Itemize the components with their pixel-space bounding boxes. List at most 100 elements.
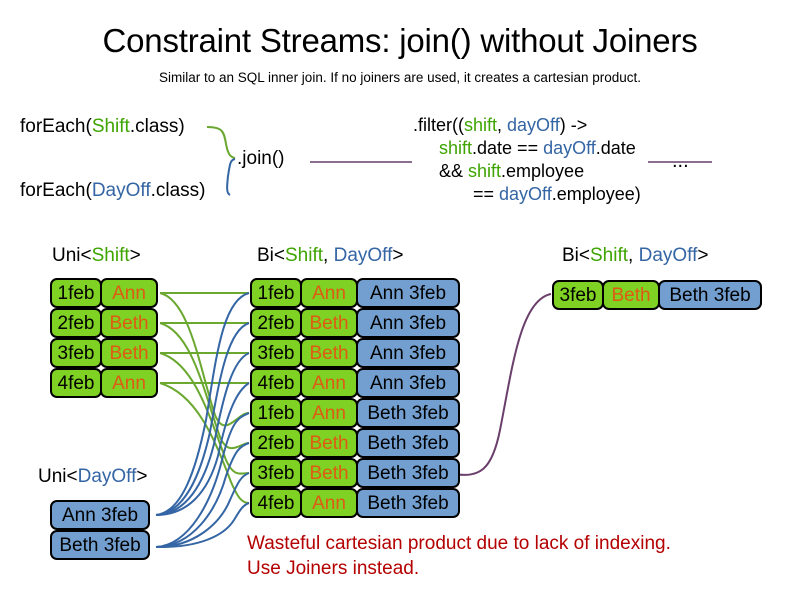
cell-employee: Beth xyxy=(300,308,358,338)
cell-date: 3feb xyxy=(552,280,604,310)
cell-employee: Beth xyxy=(300,428,358,458)
cell-date: 2feb xyxy=(250,428,302,458)
bi-middle-row[interactable]: 1feb Ann Beth 3feb xyxy=(250,398,460,428)
filter-l1-comma: , xyxy=(497,115,508,135)
bi-right-comma: , xyxy=(628,245,639,266)
uni-shift-row[interactable]: 2feb Beth xyxy=(50,308,158,338)
bi-mid-comma: , xyxy=(323,245,334,266)
uni-shift-row[interactable]: 3feb Beth xyxy=(50,338,158,368)
cell-employee: Beth xyxy=(300,338,358,368)
cell-date: 4feb xyxy=(250,368,302,398)
filter-l4-end: .employee) xyxy=(551,184,641,204)
filter-l4-a: == xyxy=(473,184,500,204)
bi-mid-prefix: Bi< xyxy=(257,245,285,266)
cell-employee: Ann xyxy=(300,488,358,518)
foreach-shift-suffix: .class) xyxy=(129,116,185,137)
warning-text: Wasteful cartesian product due to lack o… xyxy=(247,531,671,581)
uni-shift-type: Shift xyxy=(91,245,130,266)
filter-line-1: .filter((shift, dayOff) -> xyxy=(413,114,641,137)
cell-employee: Beth xyxy=(100,308,158,338)
filter-line-3: && shift.employee xyxy=(413,160,641,183)
cell-employee: Beth xyxy=(300,458,358,488)
filter-l2-dayoff: dayOff xyxy=(543,138,596,158)
bi-middle-row[interactable]: 4feb Ann Ann 3feb xyxy=(250,368,460,398)
bi-middle-row[interactable]: 3feb Beth Ann 3feb xyxy=(250,338,460,368)
cell-dayoff-pair: Ann 3feb xyxy=(356,308,460,338)
cell-date: 3feb xyxy=(250,458,302,488)
cell-dayoff-pair: Beth 3feb xyxy=(50,530,150,560)
page-subtitle: Similar to an SQL inner join. If no join… xyxy=(159,70,641,85)
cell-dayoff-pair: Beth 3feb xyxy=(658,280,762,310)
label-bi-right: Bi<Shift, DayOff> xyxy=(562,245,708,267)
bi-right-type2: DayOff xyxy=(638,245,698,266)
cell-date: 3feb xyxy=(250,338,302,368)
cell-date: 3feb xyxy=(50,338,102,368)
filter-l2-shift: shift xyxy=(439,138,473,158)
bi-middle-row[interactable]: 2feb Beth Ann 3feb xyxy=(250,308,460,338)
bi-middle-row[interactable]: 4feb Ann Beth 3feb xyxy=(250,488,460,518)
foreach-dayoff-type: DayOff xyxy=(91,180,151,201)
bi-right-type1: Shift xyxy=(590,245,629,266)
cell-employee: Ann xyxy=(300,278,358,308)
bi-middle-row[interactable]: 1feb Ann Ann 3feb xyxy=(250,278,460,308)
cell-dayoff-pair: Beth 3feb xyxy=(356,398,460,428)
filter-l1-dayoff: dayOff xyxy=(507,115,560,135)
code-foreach-shift: forEach(Shift.class) xyxy=(20,116,185,138)
cell-dayoff-pair: Beth 3feb xyxy=(356,488,460,518)
cell-dayoff-pair: Ann 3feb xyxy=(356,278,460,308)
cell-date: 2feb xyxy=(250,308,302,338)
label-bi-middle: Bi<Shift, DayOff> xyxy=(257,245,403,267)
code-join-label: .join() xyxy=(237,148,285,169)
filter-line-2: shift.date == dayOff.date xyxy=(413,137,641,160)
cell-employee: Ann xyxy=(300,368,358,398)
bi-mid-suffix: > xyxy=(392,245,404,266)
label-uni-shift: Uni<Shift> xyxy=(52,245,141,267)
filter-l2-end: .date xyxy=(595,138,636,158)
cell-date: 4feb xyxy=(50,368,102,398)
cell-dayoff-pair: Ann 3feb xyxy=(356,338,460,368)
bi-middle-row[interactable]: 2feb Beth Beth 3feb xyxy=(250,428,460,458)
cell-date: 1feb xyxy=(250,278,302,308)
uni-dayoff-prefix: Uni< xyxy=(38,466,78,487)
bi-right-row[interactable]: 3feb Beth Beth 3feb xyxy=(552,280,762,310)
filter-l1-b: ) -> xyxy=(559,115,588,135)
cell-employee: Ann xyxy=(300,398,358,428)
cell-employee: Ann xyxy=(100,368,158,398)
foreach-shift-prefix: forEach( xyxy=(20,116,92,137)
filter-l3-shift: shift xyxy=(468,161,502,181)
bi-mid-type1: Shift xyxy=(285,245,324,266)
uni-shift-row[interactable]: 4feb Ann xyxy=(50,368,158,398)
uni-dayoff-row[interactable]: Beth 3feb xyxy=(50,530,150,560)
foreach-dayoff-prefix: forEach( xyxy=(20,180,92,201)
filter-l3-end: .employee xyxy=(501,161,585,181)
bi-right-prefix: Bi< xyxy=(562,245,590,266)
cell-dayoff-pair: Beth 3feb xyxy=(356,428,460,458)
code-foreach-dayoff: forEach(DayOff.class) xyxy=(20,180,206,202)
filter-l2-mid: .date == xyxy=(472,138,544,158)
cell-dayoff-pair: Ann 3feb xyxy=(50,500,150,530)
cell-date: 4feb xyxy=(250,488,302,518)
page-title: Constraint Streams: join() without Joine… xyxy=(102,22,698,59)
cell-employee: Beth xyxy=(602,280,660,310)
uni-dayoff-suffix: > xyxy=(136,466,148,487)
code-ellipsis: ... xyxy=(672,150,689,172)
label-uni-dayoff: Uni<DayOff> xyxy=(38,466,148,488)
uni-dayoff-row[interactable]: Ann 3feb xyxy=(50,500,150,530)
cell-dayoff-pair: Ann 3feb xyxy=(356,368,460,398)
uni-shift-suffix: > xyxy=(129,245,141,266)
cell-employee: Beth xyxy=(100,338,158,368)
uni-shift-prefix: Uni< xyxy=(52,245,92,266)
cell-date: 1feb xyxy=(50,278,102,308)
cell-date: 1feb xyxy=(250,398,302,428)
foreach-dayoff-suffix: .class) xyxy=(150,180,206,201)
bi-right-suffix: > xyxy=(697,245,709,266)
bi-middle-row[interactable]: 3feb Beth Beth 3feb xyxy=(250,458,460,488)
cell-dayoff-pair: Beth 3feb xyxy=(356,458,460,488)
foreach-shift-type: Shift xyxy=(91,116,130,137)
filter-l4-dayoff: dayOff xyxy=(499,184,552,204)
filter-l1-a: .filter(( xyxy=(413,115,464,135)
uni-shift-row[interactable]: 1feb Ann xyxy=(50,278,158,308)
filter-l1-shift: shift xyxy=(464,115,498,135)
cell-employee: Ann xyxy=(100,278,158,308)
